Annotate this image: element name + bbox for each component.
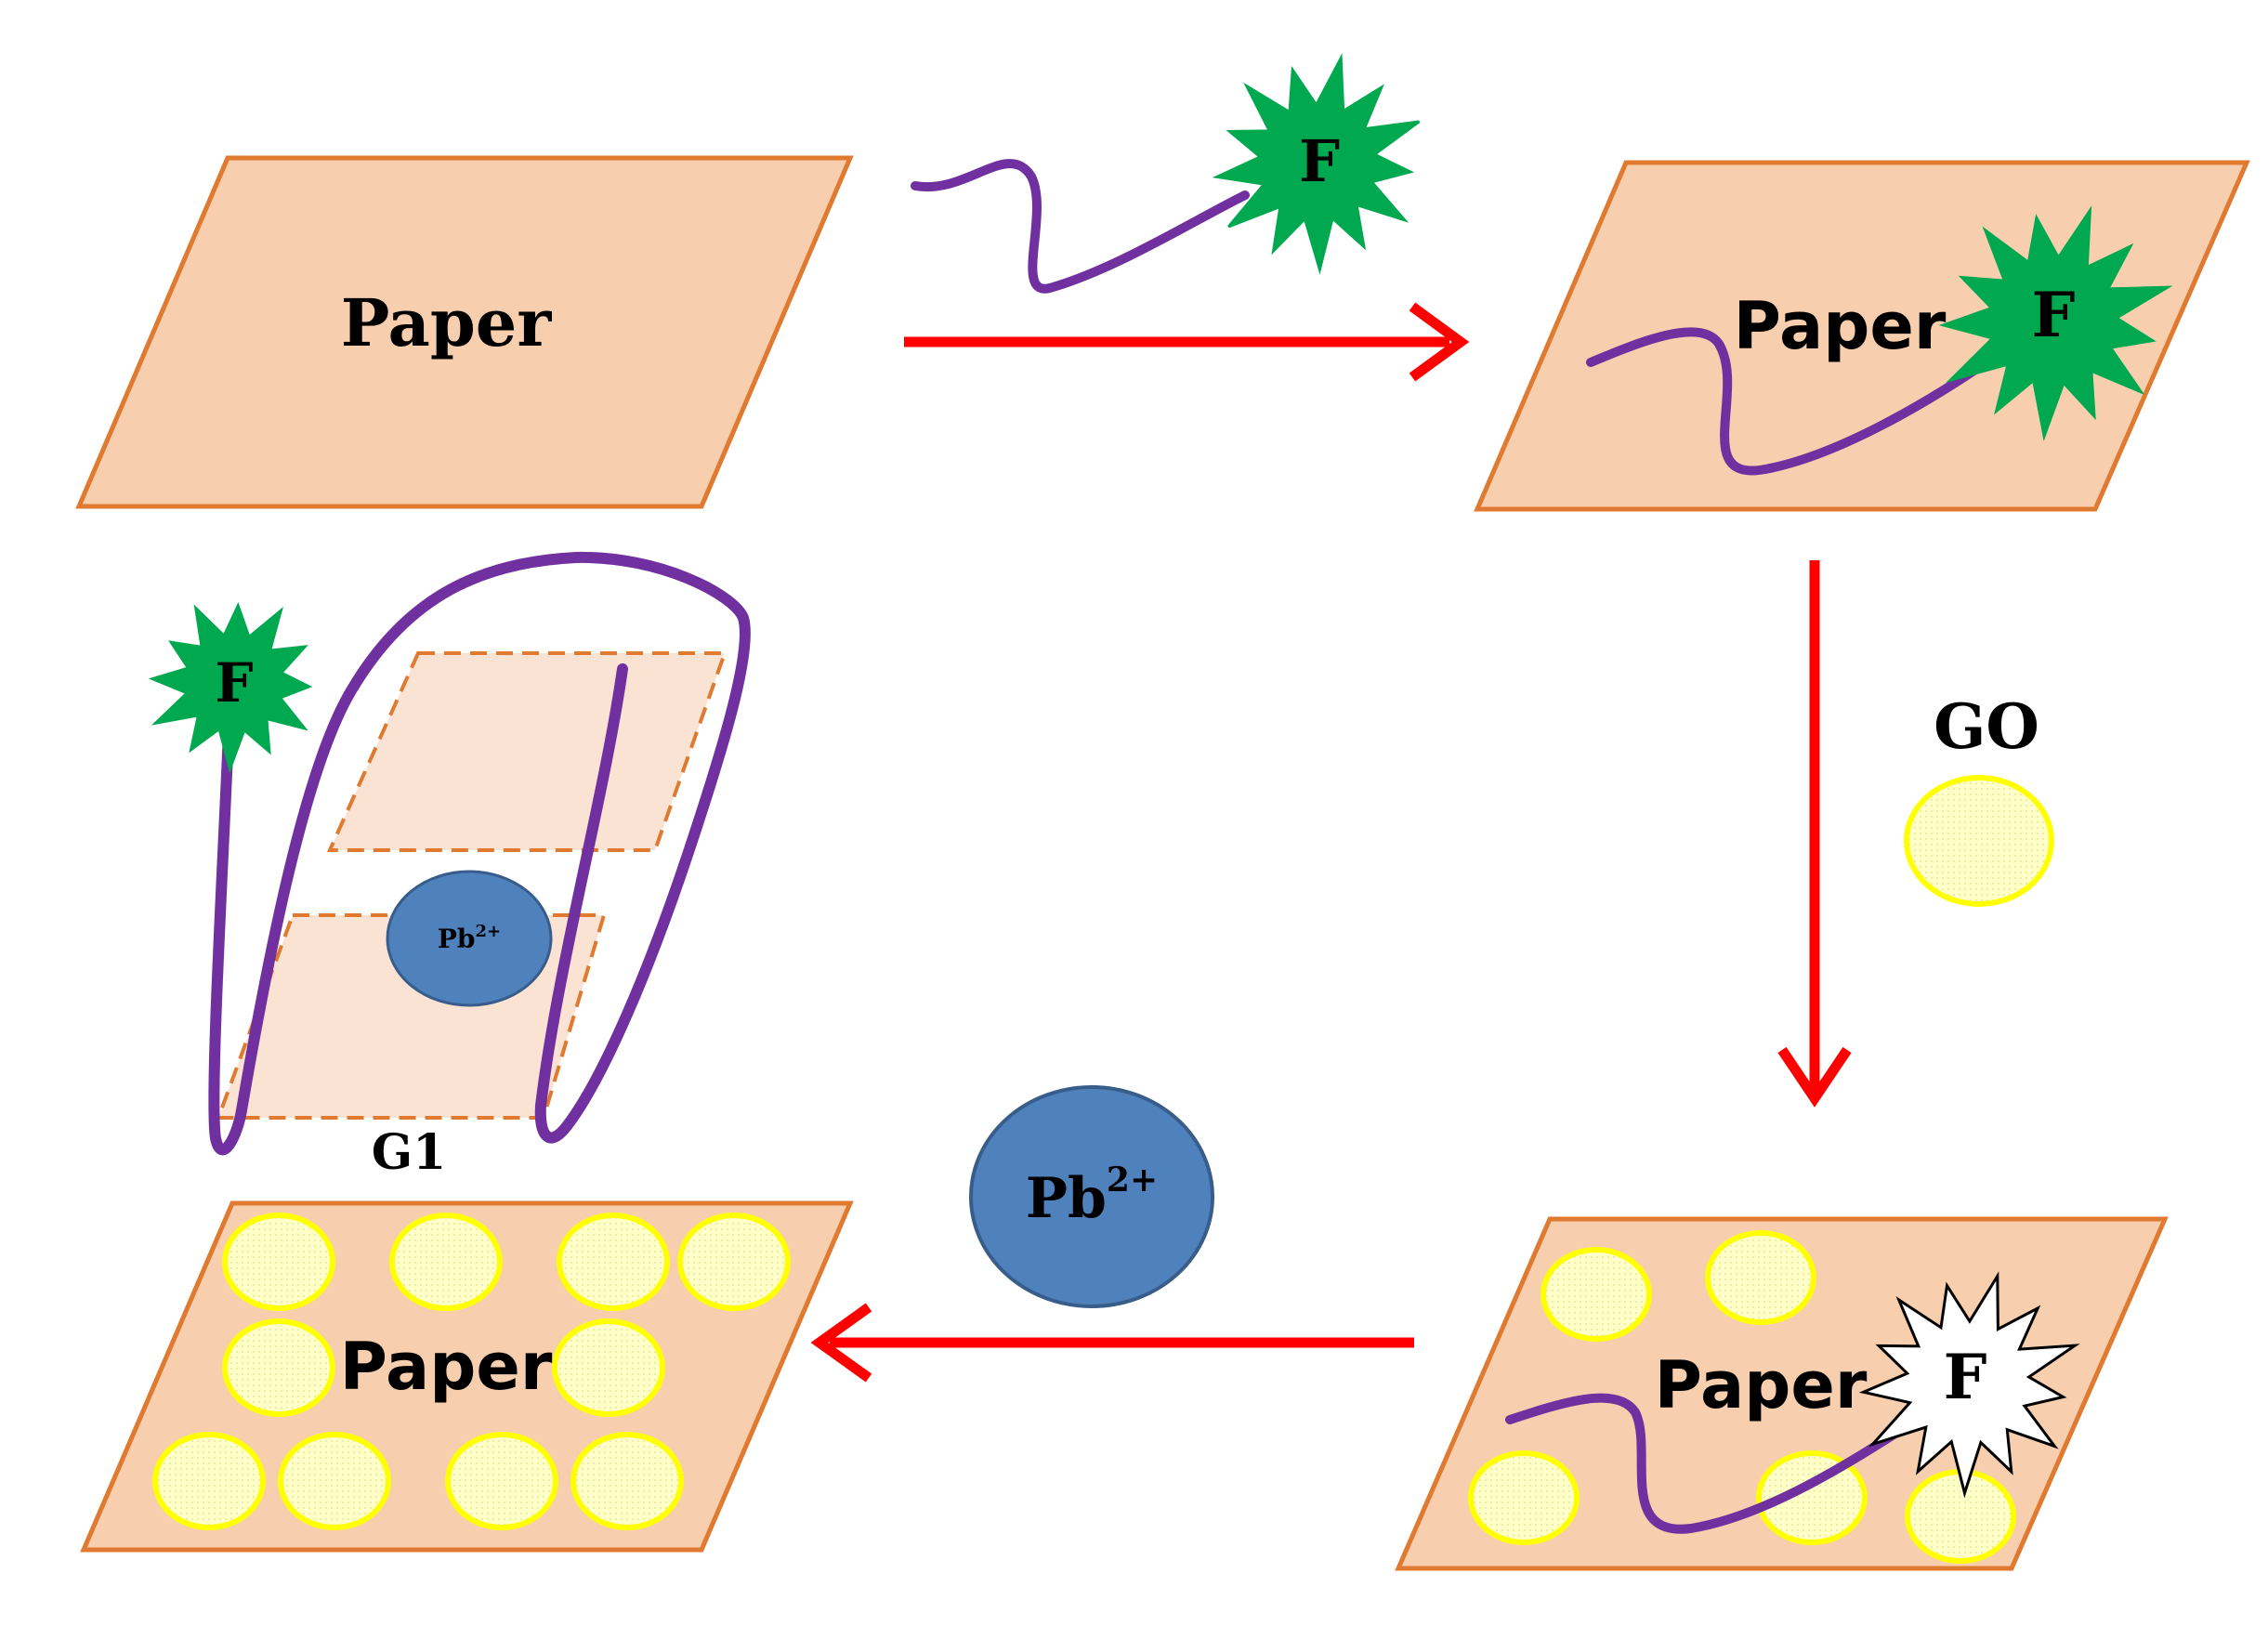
paper-label-1: Paper (341, 284, 553, 361)
g-quadruplex-structure: Pb2+ F G1 (148, 551, 751, 1181)
graphene-oxide-icon (1904, 775, 2054, 907)
g-quartet-plane-top (326, 651, 728, 852)
g-quadruplex-strand (208, 551, 751, 1156)
fluorophore-icon-4 (148, 602, 313, 774)
fluorophore-icon-2 (1938, 205, 2173, 442)
arrow-down (1777, 560, 1852, 1108)
arrow-left-bottom (810, 1303, 1414, 1383)
go-sheets-on-paper-4 (152, 1213, 791, 1530)
dna-probe-strand-3 (1505, 1393, 1919, 1534)
starburst-shape (1938, 205, 2173, 442)
fluorophore-icon-1 (1212, 53, 1421, 275)
starburst-shape (148, 602, 313, 774)
quenched-fluorophore-icon (1858, 1271, 2080, 1499)
dna-probe-strand-2 (1586, 327, 1998, 476)
starburst-shape (1858, 1271, 2080, 1499)
paper-label-3: Paper (1655, 1347, 1868, 1423)
fluorophore-label-4: F (215, 651, 253, 715)
arrow-right-top (904, 302, 1470, 382)
lead-ion-bound-icon (386, 870, 553, 1007)
fluorophore-label-1: F (1299, 127, 1340, 195)
g1-label: G1 (372, 1124, 447, 1181)
lead-ion-label: Pb2+ (1026, 1160, 1158, 1231)
starburst-shape (1212, 53, 1421, 275)
lead-ion-bound-label: Pb2+ (438, 922, 501, 954)
go-sheets-on-paper-3 (1468, 1230, 2016, 1564)
dna-probe-strand-1 (911, 159, 1250, 294)
fluorophore-label-3: F (1944, 1341, 1987, 1413)
go-label: GO (1934, 690, 2039, 763)
lead-ion-icon (969, 1085, 1214, 1308)
paper-label-4: Paper (340, 1329, 553, 1405)
paper-sheet-1 (75, 155, 854, 509)
fluorophore-label-2: F (2032, 279, 2076, 351)
paper-label-2: Paper (1734, 288, 1947, 364)
